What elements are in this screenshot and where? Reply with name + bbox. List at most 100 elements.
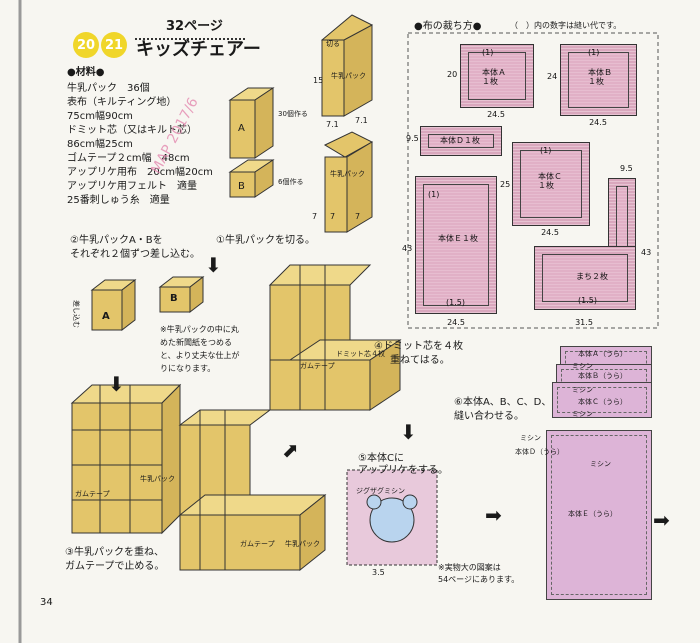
step4-text1: ④ドミット芯を４枚 xyxy=(374,341,463,352)
stack-layer xyxy=(546,430,652,600)
seam-label: (1) xyxy=(482,48,494,57)
arrow-down-icon: ⬇ xyxy=(205,253,222,277)
materials-line: アップリケ用布 20cm幅20cm xyxy=(67,167,213,178)
piece-body-b xyxy=(560,44,637,116)
seam-label: (1.5) xyxy=(446,298,465,307)
dim-7-1a: 7.1 xyxy=(326,120,339,129)
dim-43b: 43 xyxy=(641,248,652,257)
piece-body-c xyxy=(512,142,590,226)
arrow-down-icon: ⬇ xyxy=(400,420,417,444)
piece-body-c-label: 本体Ｃ １枚 xyxy=(538,172,562,190)
stack-label: ミシン xyxy=(572,362,593,370)
piece-body-a-label: 本体Ａ １枚 xyxy=(482,68,506,86)
cutting-note: （ ）内の数字は縫い代です。 xyxy=(510,21,622,30)
dim-7a: 7 xyxy=(312,212,318,221)
stack-layer xyxy=(552,382,652,418)
step2-box-a: A xyxy=(102,311,110,322)
materials-line: 表布（キルティング地） xyxy=(67,97,177,108)
dim-7b: 7 xyxy=(330,212,336,221)
step6-text1: ⑥本体A、B、C、D、Eを xyxy=(454,397,568,408)
step2-text1: ②牛乳パックA・Bを xyxy=(70,235,163,246)
milk-carton-label: 牛乳パック xyxy=(331,72,366,80)
stack-label: 本体Ｂ（うら） xyxy=(578,372,627,380)
dim-20: 20 xyxy=(447,70,458,79)
page-ref: 32ページ xyxy=(166,19,223,34)
insert-label: 差し込む xyxy=(72,300,80,328)
dim-24-5a: 24.5 xyxy=(487,110,505,119)
dim-24-5b: 24.5 xyxy=(589,118,607,127)
count-b: 6個作る xyxy=(278,178,304,186)
kiru-label: 切る xyxy=(326,40,340,48)
step5-note: 54ページにあります。 xyxy=(438,575,520,584)
box-b-label: B xyxy=(238,181,245,192)
materials-line: アップリケ用フェルト 適量 xyxy=(67,181,197,192)
step2-note: めた新聞紙をつめる xyxy=(160,338,232,347)
arrow-up-right-icon: ⬈ xyxy=(282,438,299,462)
arrow-right-icon: ➡ xyxy=(485,503,502,527)
domit-label: ドミット芯４枚 xyxy=(336,350,385,358)
step1-text: ①牛乳パックを切る。 xyxy=(216,235,315,246)
stack-label: 本体Ａ（うら） xyxy=(578,350,627,358)
box-a-label: A xyxy=(238,123,245,134)
count-a: 30個作る xyxy=(278,110,308,118)
title-dots xyxy=(135,38,245,40)
materials-heading: ●材料● xyxy=(67,67,105,78)
page-title: キッズチェアー xyxy=(136,39,261,60)
badge-20: 20 xyxy=(73,32,99,58)
seam-label: (1) xyxy=(588,48,600,57)
materials-line: ドミット芯（又はキルト芯） xyxy=(67,125,197,136)
step2-text2: それぞれ２個ずつ差し込む。 xyxy=(70,249,200,260)
step3-text2: ガムテープで止める。 xyxy=(65,561,165,572)
step2-box-b: B xyxy=(170,293,178,304)
piece-body-e xyxy=(415,176,497,314)
step2-note: ※牛乳パックの中に丸 xyxy=(160,325,239,334)
seam-label: (1) xyxy=(428,190,440,199)
arrow-down-icon: ⬇ xyxy=(108,372,125,396)
piece-body-d-label: 本体Ｄ１枚 xyxy=(440,136,480,145)
gum-label: ガムテープ xyxy=(75,490,110,498)
step3-text1: ③牛乳パックを重ね、 xyxy=(65,547,164,558)
stack-label: 本体Ｃ（うら） xyxy=(578,398,627,406)
dim-9-5b: 9.5 xyxy=(620,164,633,173)
materials-line: 牛乳パック 36個 xyxy=(67,83,150,94)
arrow-right-icon: ➡ xyxy=(653,508,670,532)
piece-gusset-label: まち２枚 xyxy=(576,272,608,281)
badge-21: 21 xyxy=(101,32,127,58)
seam-label: (1.5) xyxy=(578,296,597,305)
materials-line: ゴムテープ２cm幅 48cm xyxy=(67,153,190,164)
step6-text2: 縫い合わせる。 xyxy=(454,411,524,422)
step2-note: りになります。 xyxy=(160,364,216,373)
piece-gusset xyxy=(534,246,636,310)
piece-body-d xyxy=(420,126,502,156)
page-number: 34 xyxy=(40,597,53,608)
misin-label-2: ミシン xyxy=(590,460,611,468)
piece-body-a xyxy=(460,44,534,108)
zigzag-label: ジグザグミシン xyxy=(356,487,405,495)
piece-body-e-label: 本体Ｅ１枚 xyxy=(438,234,478,243)
cutting-title: ●布の裁ち方● xyxy=(414,21,482,32)
stack-label: ミシン xyxy=(572,386,593,394)
milk-carton-label-2: 牛乳パック xyxy=(330,170,365,178)
seam-label: (1) xyxy=(540,146,552,155)
dim-7-1b: 7.1 xyxy=(355,116,368,125)
dim-7c: 7 xyxy=(355,212,361,221)
body-e-label: 本体Ｅ（うら） xyxy=(568,510,617,518)
step5-text2: アップリケをする。 xyxy=(358,465,448,476)
dim-15: 15 xyxy=(313,76,324,85)
step2-note: と、より丈夫な仕上が xyxy=(160,351,240,360)
milk-label-2: 牛乳パック xyxy=(285,540,320,548)
dim-24-5d: 24.5 xyxy=(447,318,465,327)
materials-line: 75cm幅90cm xyxy=(67,111,133,122)
dim-3-5: 3.5 xyxy=(372,568,385,577)
gum-label-3: ガムテープ xyxy=(300,362,335,370)
step5-text1: ⑤本体Cに xyxy=(358,453,404,464)
dim-9-5a: 9.5 xyxy=(406,134,419,143)
gum-label-2: ガムテープ xyxy=(240,540,275,548)
dim-25: 25 xyxy=(500,180,511,189)
dim-24-5c: 24.5 xyxy=(541,228,559,237)
milk-label: 牛乳パック xyxy=(140,475,175,483)
body-d-label: 本体Ｄ（うら） xyxy=(515,448,564,456)
step5-note: ※実物大の図案は xyxy=(438,563,501,572)
